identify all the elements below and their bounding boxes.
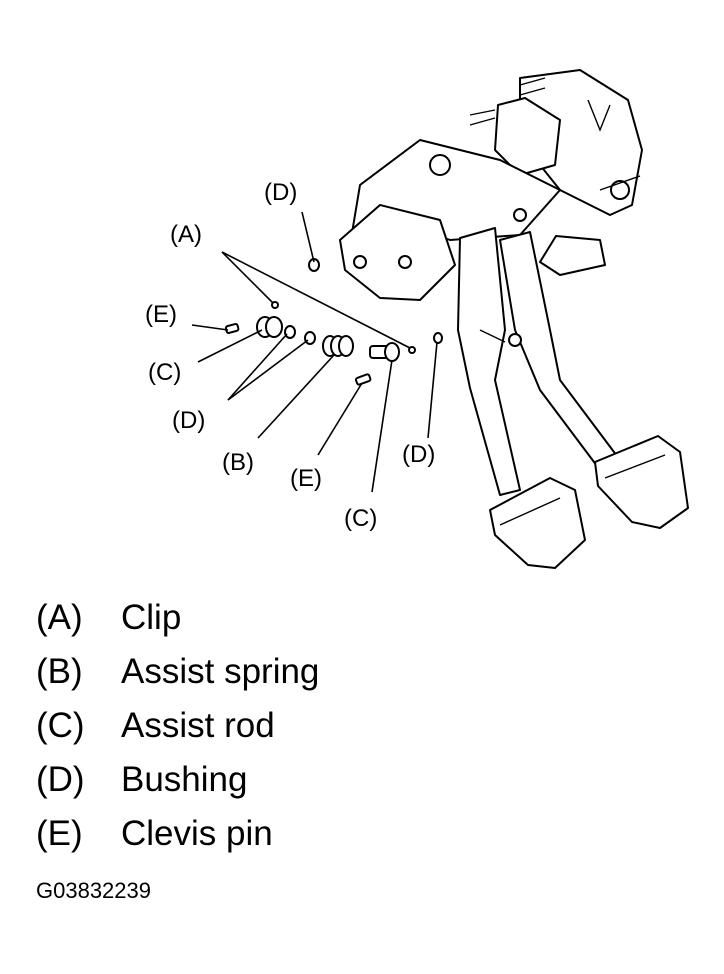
callout-d-right: (D) — [402, 441, 435, 468]
callout-labels: (A) (D) (E) (C) (D) (B) (E) (D) (C) — [145, 179, 435, 532]
legend-code: (D) — [36, 760, 85, 799]
legend-code: (E) — [36, 814, 83, 853]
callout-d-left: (D) — [172, 407, 205, 434]
callout-c-left: (C) — [148, 359, 181, 386]
callout-e-bottom: (E) — [290, 465, 322, 492]
pedal-bracket — [339, 69, 643, 301]
legend-code: (B) — [36, 652, 83, 691]
callout-a: (A) — [170, 221, 202, 248]
legend-text: Clip — [121, 598, 182, 637]
callout-e-left: (E) — [145, 301, 177, 328]
legend-text: Assist rod — [121, 706, 275, 745]
figure-id: G03832239 — [36, 878, 151, 903]
pedal-pads — [489, 435, 689, 569]
leader-lines — [191, 211, 438, 493]
legend-text: Bushing — [121, 760, 248, 799]
callout-c-bottom: (C) — [344, 505, 377, 532]
legend-code: (A) — [36, 598, 83, 637]
callout-b: (B) — [222, 449, 254, 476]
legend-code: (C) — [36, 706, 85, 745]
legend-text: Clevis pin — [121, 814, 273, 853]
pedal-assembly-diagram: (A) (D) (E) (C) (D) (B) (E) (D) (C) — [145, 69, 689, 569]
callout-d-top: (D) — [264, 179, 297, 206]
legend-text: Assist spring — [121, 652, 320, 691]
